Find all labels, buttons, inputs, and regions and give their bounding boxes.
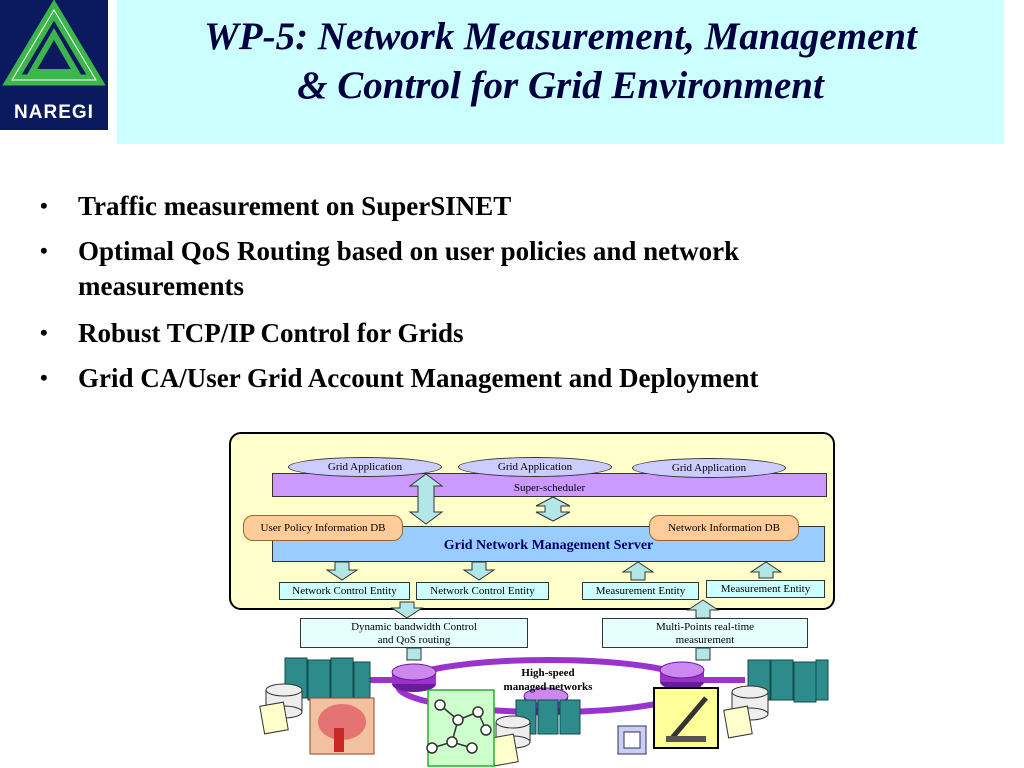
bullet-text: Traffic measurement on SuperSINET: [78, 191, 512, 221]
network-control-entity: Network Control Entity: [279, 582, 410, 600]
grid-application-node: Grid Application: [632, 458, 786, 478]
brain-scan-icon: [309, 697, 375, 755]
logo-text: NAREGI: [14, 102, 94, 123]
router-icon: [391, 663, 437, 692]
connector: [406, 647, 422, 661]
bullet-marker: •: [40, 365, 48, 390]
up-arrow: [749, 561, 783, 579]
bullet-text: Robust TCP/IP Control for Grids: [78, 318, 464, 348]
network-information-db: Network Information DB: [649, 515, 799, 541]
page-title-line2: & Control for Grid Environment: [297, 64, 824, 107]
router-icon: [659, 661, 705, 690]
document-icon: [259, 701, 289, 735]
super-scheduler-bar: Super-scheduler: [272, 473, 827, 497]
down-arrow: [390, 601, 424, 619]
bullet-text: Optimal QoS Routing based on user polici…: [78, 236, 740, 266]
title-banner: WP-5: Network Measurement, Management & …: [117, 0, 1004, 144]
measurement-entity: Measurement Entity: [706, 580, 825, 598]
molecule-icon: [426, 689, 495, 767]
double-arrow: [408, 473, 444, 525]
naregi-logo: NAREGI: [0, 0, 108, 130]
grid-application-node: Grid Application: [288, 457, 442, 477]
connector: [695, 647, 711, 661]
bullet-marker: •: [40, 320, 48, 345]
user-policy-db: User Policy Information DB: [243, 515, 403, 541]
page-title-line1: WP-5: Network Measurement, Management: [204, 15, 917, 58]
bullet-text: Grid CA/User Grid Account Management and…: [78, 363, 759, 393]
logo-emblem: [2, 0, 106, 86]
double-arrow: [535, 496, 571, 522]
down-arrow: [325, 561, 359, 581]
measurement-entity: Measurement Entity: [582, 582, 699, 600]
bullet-text: measurements: [78, 271, 244, 301]
document-icon: [723, 705, 753, 739]
bullet-marker: •: [40, 193, 48, 218]
bullet-marker: •: [40, 238, 48, 263]
up-arrow: [621, 561, 655, 581]
grid-application-node: Grid Application: [458, 457, 612, 477]
down-arrow: [462, 561, 496, 581]
network-control-entity: Network Control Entity: [416, 582, 549, 600]
chip-icon: [617, 725, 647, 755]
up-arrow: [686, 599, 720, 619]
microscope-icon: [653, 687, 719, 749]
